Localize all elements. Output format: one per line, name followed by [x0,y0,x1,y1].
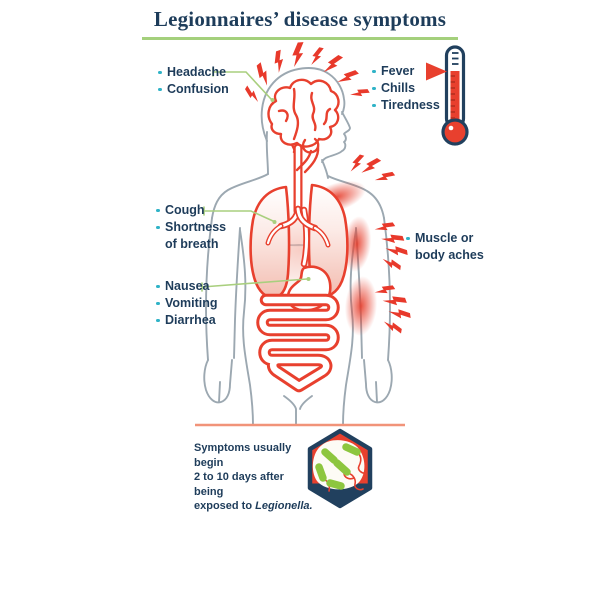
symptom-label: Nausea [165,279,210,293]
symptom-label: Fever [381,64,415,78]
footnote-italic: Legionella. [255,500,313,512]
bacteria-hexagon-icon [307,428,373,509]
symptom-nausea: Nausea [156,278,218,295]
label-group-muscle: Muscle or body aches [406,230,484,264]
symptom-label: Tiredness [381,98,440,112]
intestines-icon [256,293,340,393]
label-group-gastro: Nausea Vomiting Diarrhea [156,278,218,329]
bullet-dash-icon [372,70,376,73]
symptom-label: Cough [165,203,205,217]
symptom-chills: Chills [372,80,440,97]
symptom-label: Chills [381,81,416,95]
esophagus [300,206,310,268]
symptom-confusion: Confusion [158,81,229,98]
title-underline [142,37,458,40]
symptom-shortness-of-breath-2: of breath [156,236,226,253]
bacterium-icon [315,443,361,490]
symptom-muscle-aches: Muscle or [406,230,484,247]
symptom-label: Diarrhea [165,313,216,327]
footnote-text: exposed to [194,500,256,512]
label-group-respiratory: Cough Shortness of breath [156,202,226,253]
symptom-muscle-aches-2: body aches [406,247,484,264]
symptom-fever: Fever [372,63,440,80]
brain-icon [267,78,340,174]
page-title: Legionnaires’ disease symptoms [153,7,447,31]
footnote: Symptoms usually begin 2 to 10 days afte… [194,441,314,514]
symptom-shortness-of-breath: Shortness [156,219,226,236]
symptom-cough: Cough [156,202,226,219]
bullet-dash-icon [372,87,376,90]
label-group-head: Headache Confusion [158,64,229,98]
symptom-label: Headache [167,65,227,79]
bullet-dash-icon [156,226,160,229]
connector-lines [201,67,311,292]
symptom-label: Muscle or [415,231,474,245]
footnote-line: Symptoms usually begin [194,442,292,469]
symptom-vomiting: Vomiting [156,295,218,312]
symptom-label: Confusion [167,82,229,96]
trachea-icon [265,128,331,248]
symptom-tiredness: Tiredness [372,97,440,114]
bullet-dash-icon [156,285,160,288]
flag-icon [426,62,447,81]
symptom-diarrhea: Diarrhea [156,312,218,329]
symptom-label: Shortness [165,220,227,234]
symptom-label: of breath [165,237,219,251]
bullet-dash-icon [156,209,160,212]
bullet-dash-icon [406,237,410,240]
footnote-line: exposed to Legionella. [194,499,314,514]
bullet-dash-icon [158,71,162,74]
symptom-headache: Headache [158,64,229,81]
bullet-dash-icon [158,88,162,91]
symptom-label: body aches [415,248,484,262]
bullet-dash-icon [156,302,160,305]
label-group-fever: Fever Chills Tiredness [372,63,440,114]
bullet-dash-icon [156,319,160,322]
footnote-line: 2 to 10 days after being [194,471,284,498]
bullet-dash-icon [372,104,376,107]
thermometer-icon [426,45,469,146]
symptom-label: Vomiting [165,296,218,310]
